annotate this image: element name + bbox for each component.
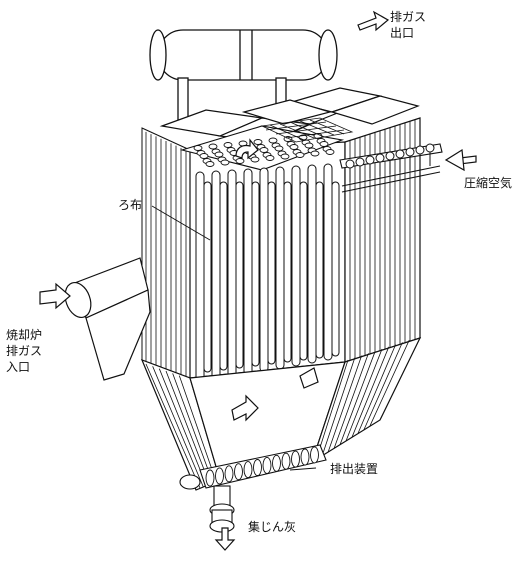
filter-bag-hole xyxy=(268,137,278,144)
screw-flight xyxy=(234,463,243,481)
label-gas-inlet-line3: 入口 xyxy=(6,360,31,374)
inlet-duct xyxy=(64,257,151,381)
filter-bag-hole xyxy=(208,143,218,150)
screw-flight xyxy=(253,459,262,476)
pulse-valve xyxy=(425,143,435,153)
screw-flight xyxy=(224,465,234,483)
hopper-stripe xyxy=(327,355,362,453)
filter-bag-hole xyxy=(274,145,284,152)
hopper-stripe xyxy=(351,346,390,438)
hopper-stripe xyxy=(357,344,396,434)
hopper-stripe xyxy=(345,348,383,442)
filter-bag-hole xyxy=(193,145,203,151)
hopper-stripe xyxy=(363,342,403,430)
leader-lines xyxy=(151,205,317,471)
filter-bag xyxy=(275,166,285,370)
pulse-valve xyxy=(355,157,365,167)
hopper-stripe xyxy=(333,353,369,449)
hopper-stripe xyxy=(321,357,356,457)
screw-flight xyxy=(310,446,319,464)
filter-bag xyxy=(267,181,276,365)
hopper-stripe xyxy=(152,366,204,488)
label-discharge-device: 排出装置 xyxy=(330,462,379,476)
filter-bag-hole xyxy=(205,161,215,167)
screw-flight xyxy=(291,450,300,468)
filter-bag xyxy=(219,181,228,371)
filter-bag-hole xyxy=(319,141,329,147)
label-compressed-air: 圧縮空気 xyxy=(464,176,513,190)
screw-flight xyxy=(281,452,291,470)
filter-bag xyxy=(307,164,317,364)
label-gas-inlet-line2: 排ガス xyxy=(6,344,43,358)
filter-bag-hole xyxy=(223,142,233,148)
filter-bag-hole xyxy=(250,156,260,163)
filter-bag-hole xyxy=(265,155,275,161)
flow-arrows xyxy=(39,10,477,551)
screw-flight xyxy=(272,454,281,472)
filter-bag-hole xyxy=(214,151,224,158)
filter-bag-hole xyxy=(220,159,230,166)
filter-bag-hole xyxy=(235,158,245,164)
pulse-valve xyxy=(405,147,415,157)
filter-bag xyxy=(211,170,221,382)
filter-bag xyxy=(227,169,237,379)
filter-bag xyxy=(251,181,260,367)
filter-bag xyxy=(259,167,269,373)
hopper-stripe xyxy=(172,373,214,485)
screw-flight xyxy=(300,448,310,466)
pulse-valve xyxy=(365,155,375,165)
filter-bag-hole xyxy=(199,153,209,159)
hopper-stripe xyxy=(145,363,201,489)
label-gas-outlet-line1: 排ガス xyxy=(390,10,427,24)
label-gas-inlet-line1: 焼却炉 xyxy=(6,328,43,342)
filter-bag xyxy=(195,171,205,385)
top-grid xyxy=(260,117,354,143)
pulse-valve xyxy=(385,151,395,161)
screw-flight xyxy=(215,467,224,485)
filter-bag xyxy=(243,168,253,376)
label-collected-ash: 集じん灰 xyxy=(248,520,297,534)
filter-bag xyxy=(235,181,244,369)
filter-bag xyxy=(203,181,212,373)
filter-bag xyxy=(299,181,308,361)
hopper-stripe xyxy=(158,368,208,487)
pulse-valve xyxy=(415,145,425,155)
filter-bag-hole xyxy=(325,149,335,155)
filter-bag-hole xyxy=(295,152,305,158)
filter-bag-hole xyxy=(289,144,299,150)
screw-flight xyxy=(205,469,215,487)
pulse-valve xyxy=(345,159,355,169)
filter-bag xyxy=(315,181,324,359)
filter-bag-hole xyxy=(310,150,320,157)
filter-bag xyxy=(291,165,301,367)
label-filter-cloth: ろ布 xyxy=(118,198,143,212)
hopper-stripe xyxy=(165,370,211,486)
filter-bag xyxy=(323,163,333,361)
filter-bag xyxy=(331,181,340,357)
hopper-stripe xyxy=(315,359,349,461)
filter-bag-hole xyxy=(280,153,290,160)
filter-bag-hole xyxy=(259,147,269,153)
filter-bag-hole xyxy=(253,139,263,145)
label-gas-outlet-line2: 出口 xyxy=(390,26,415,40)
filter-bag-hole xyxy=(304,142,314,149)
hopper-stripe xyxy=(339,351,376,445)
pulse-valve xyxy=(375,153,385,163)
screw-flight xyxy=(243,461,253,479)
pulse-valve xyxy=(395,149,405,159)
filter-bag xyxy=(283,181,292,363)
hopper-stripe xyxy=(369,340,410,426)
screw-flight xyxy=(262,456,272,474)
hopper-stripe xyxy=(178,375,218,484)
